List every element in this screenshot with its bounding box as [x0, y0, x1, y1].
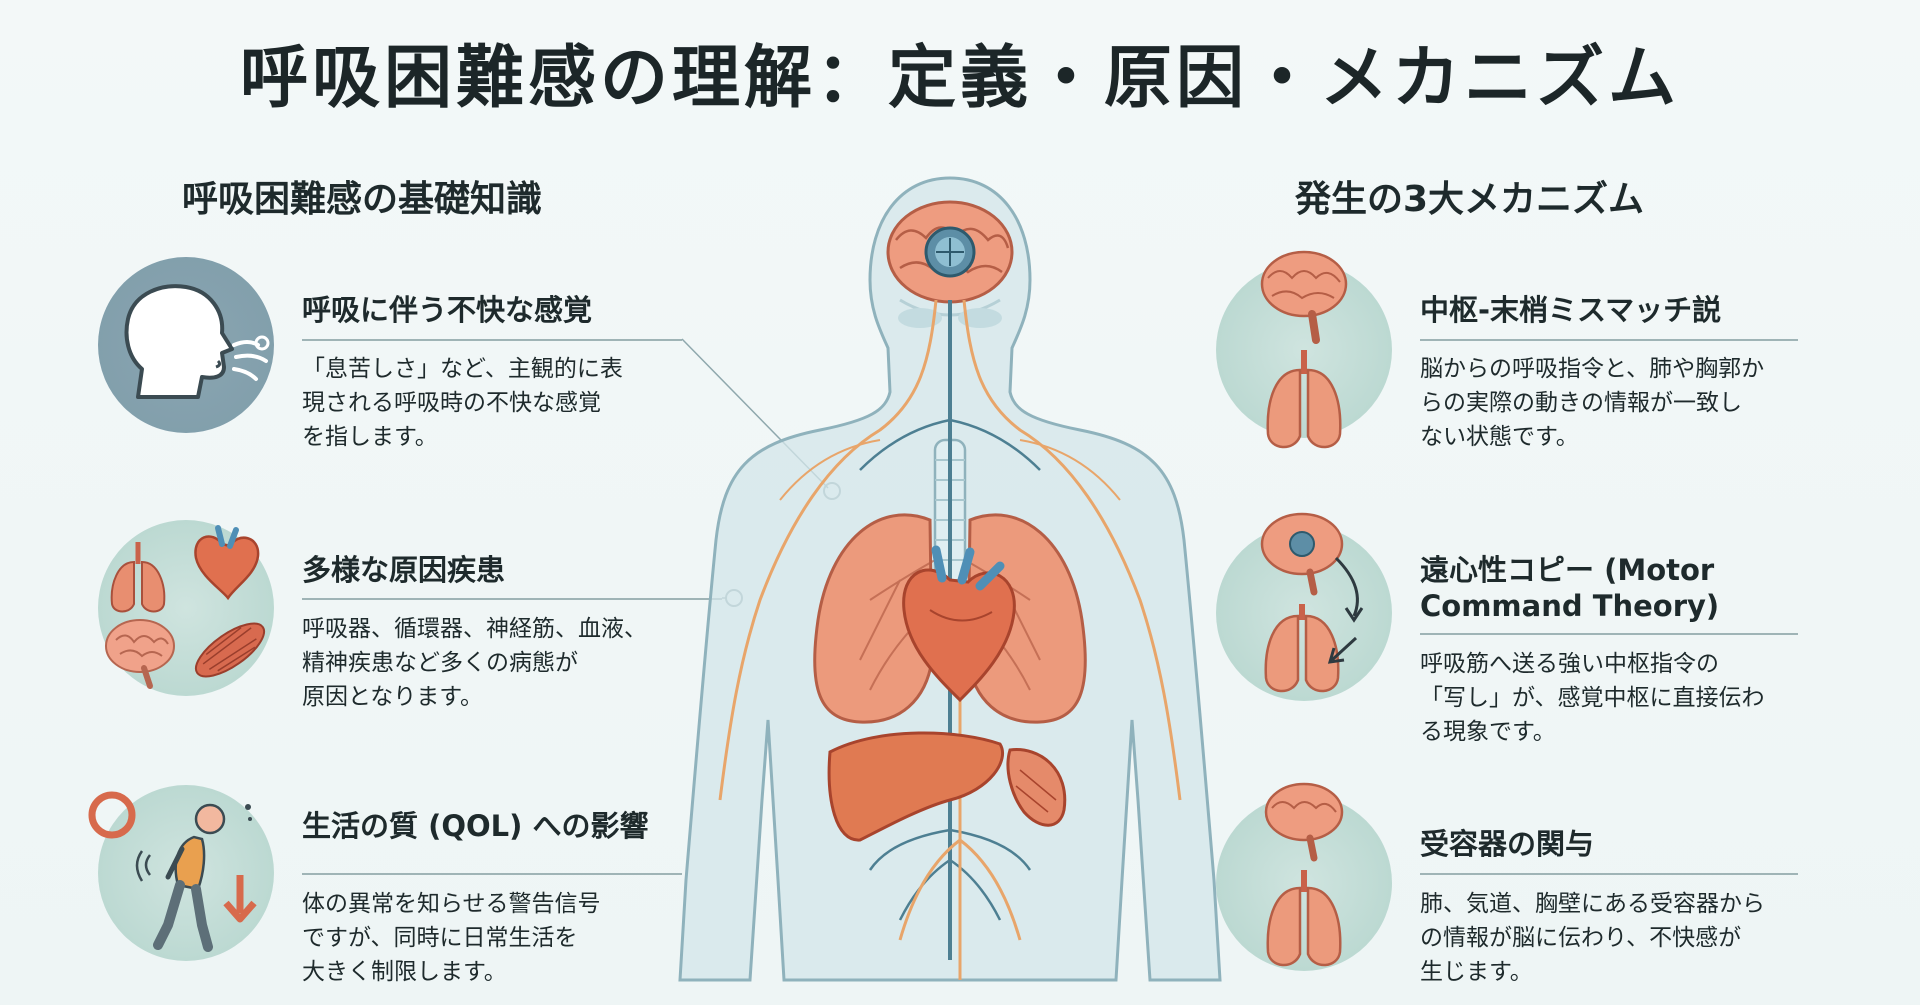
right-item-1-title: 中枢-末梢ミスマッチ説 [1420, 293, 1722, 327]
left-item-3-divider [302, 873, 682, 875]
right-item-1-divider [1420, 339, 1798, 341]
tired-person-icon [88, 791, 257, 952]
left-item-2-title: 多様な原因疾患 [302, 553, 506, 587]
right-item-3-body: 肺、気道、胸壁にある受容器から の情報が脳に伝わり、不快感が 生じます。 [1420, 891, 1765, 985]
left-item-1-divider [302, 339, 682, 341]
left-item-3-body: 体の異常を知らせる警告信号 ですが、同時に日常生活を 大きく制限します。 [302, 891, 601, 985]
heart-illustration [902, 545, 1016, 703]
receptor-icon [1264, 782, 1344, 967]
right-item-1-body: 脳からの呼吸指令と、肺や胸郭か らの実際の動きの情報が一致し ない状態です。 [1420, 356, 1765, 450]
liver-illustration [827, 731, 1067, 842]
motor-command-icon [1260, 512, 1364, 693]
left-item-1-title: 呼吸に伴う不快な感覚 [302, 293, 593, 327]
brain-lungs-mismatch-icon [1260, 250, 1348, 449]
brain-illustration [886, 200, 1014, 304]
left-item-3-title: 生活の質 (QOL) への影響 [302, 809, 649, 843]
right-item-2-title: 遠心性コピー (Motor Command Theory) [1420, 553, 1720, 623]
page-title: 呼吸困難感の理解：定義・原因・メカニズム [239, 39, 1680, 118]
right-item-2-divider [1420, 633, 1798, 635]
left-item-2-body: 呼吸器、循環器、神経筋、血液、 精神疾患など多くの病態が 原因となります。 [302, 616, 647, 710]
breathing-head-icon [124, 284, 270, 399]
right-item-2-body: 呼吸筋へ送る強い中枢指令の 「写し」が、感覚中枢に直接伝わ る現象です。 [1420, 651, 1765, 745]
right-item-3-title: 受容器の関与 [1420, 827, 1595, 861]
left-item-2-divider [302, 598, 722, 600]
organs-icon [105, 525, 266, 689]
left-item-1-body: 「息苦しさ」など、主観的に表 現される呼吸時の不快な感覚 を指します。 [302, 356, 623, 450]
right-section-heading: 発生の3大メカニズム [1295, 179, 1645, 220]
right-item-3-divider [1420, 873, 1798, 875]
left-section-heading: 呼吸困難感の基礎知識 [182, 179, 543, 220]
